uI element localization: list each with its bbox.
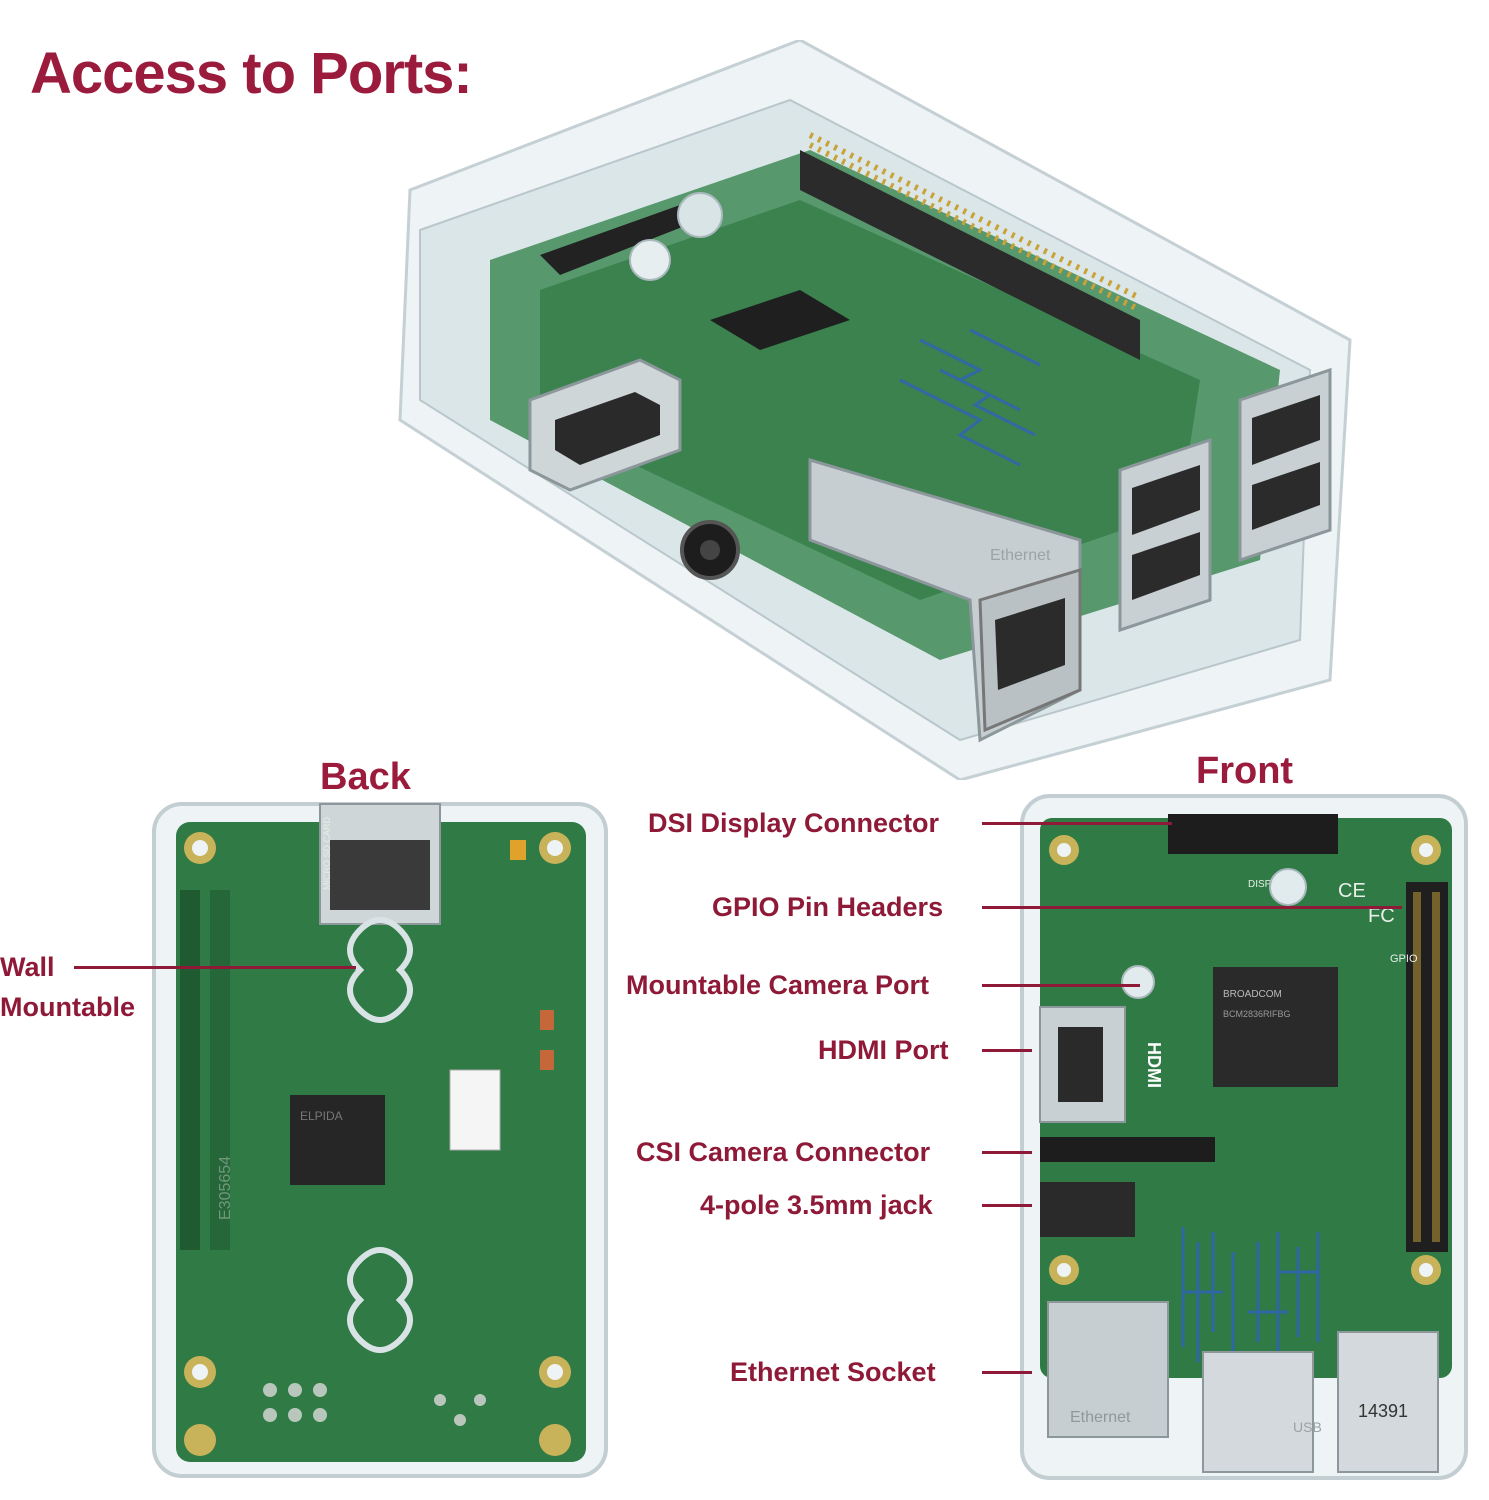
label-hdmi-port: HDMI Port (818, 1035, 949, 1065)
label-dsi-display-connector: DSI Display Connector (648, 808, 940, 838)
page-title: Access to Ports: (30, 41, 473, 106)
front-heading: Front (1196, 750, 1294, 792)
fc-marking: FC (1368, 905, 1395, 927)
display-marking: DISPLAY (1248, 879, 1290, 890)
label-mountable-camera-port: Mountable Camera Port (626, 970, 930, 1000)
wall-mount-keyhole (347, 917, 413, 1353)
ethernet-port-shape (808, 457, 1082, 743)
circuit-pattern (899, 328, 1041, 467)
pointer-hdmi (982, 1049, 1032, 1052)
label-audio-jack: 4-pole 3.5mm jack (700, 1190, 933, 1220)
gpio-marking: GPIO (1390, 953, 1418, 965)
chip-brand-marking: BROADCOM (1223, 989, 1282, 1000)
label-ethernet-socket: Ethernet Socket (730, 1357, 936, 1387)
sd-card-marking: MICRO SD CARD (322, 816, 332, 890)
gpio-header-pins (800, 132, 1142, 360)
ce-marking: CE (1338, 880, 1366, 902)
label-csi-camera-connector: CSI Camera Connector (636, 1137, 931, 1167)
hdmi-port-shape (528, 358, 682, 492)
pointer-csi (982, 1151, 1032, 1154)
wall-mountable-label-line2: Mountable (0, 992, 135, 1022)
pointer-gpio (982, 906, 1402, 909)
pointer-camera-mount (982, 984, 1140, 987)
elpida-marking: ELPIDA (300, 1109, 343, 1123)
usb-ports-shape (1118, 367, 1332, 633)
wall-mountable-pointer (74, 966, 356, 969)
front-board-image: DISPLAY GPIO BROADCOM BCM2836RIFBG HDMI … (1020, 794, 1468, 1480)
back-board-image: ELPIDA E305654 MICRO SD CARD (152, 802, 608, 1478)
back-heading: Back (320, 756, 411, 798)
circuit-pattern-front (1181, 1227, 1320, 1362)
chip-model-marking: BCM2836RIFBG (1223, 1009, 1291, 1019)
pointer-dsi (982, 822, 1172, 825)
ethernet-marking: Ethernet (990, 547, 1051, 564)
label-gpio-pin-headers: GPIO Pin Headers (712, 892, 944, 922)
pointer-audio (982, 1204, 1032, 1207)
usb-marking: USB (1293, 1419, 1322, 1435)
case-assembled-image: Ethernet (398, 40, 1352, 780)
pointer-ethernet (982, 1371, 1032, 1374)
wall-mountable-label-line1: Wall (0, 952, 55, 982)
hdmi-marking: HDMI (1144, 1042, 1164, 1088)
usb-id-marking: 14391 (1358, 1401, 1408, 1421)
ethernet-marking-front: Ethernet (1070, 1409, 1131, 1426)
